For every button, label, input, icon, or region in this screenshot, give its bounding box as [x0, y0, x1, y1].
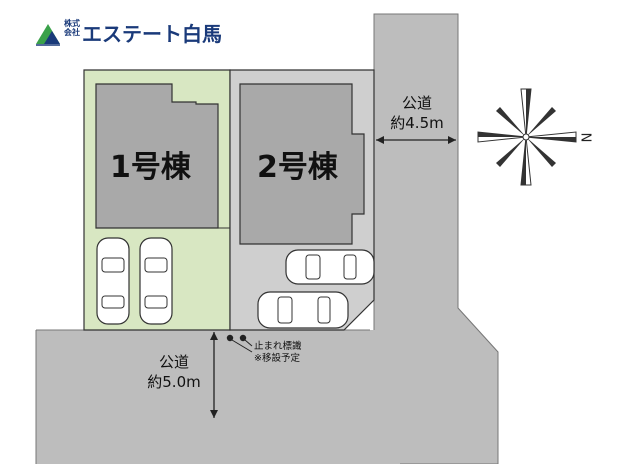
- stop-sign-note: 止まれ標識 ※移設予定: [254, 341, 302, 365]
- dimension-line-south: [210, 332, 218, 418]
- road-south: [36, 330, 376, 464]
- road-east: [373, 13, 499, 464]
- road-south-width: 約5.0m: [147, 373, 201, 391]
- building-2: [239, 83, 365, 245]
- logo-prefix-line2: 会社: [64, 28, 80, 37]
- compass-north-label: N: [577, 132, 593, 143]
- road-east-label: 公道 約4.5m: [382, 93, 452, 133]
- compass-rose-icon: [477, 88, 577, 186]
- building-1: [95, 83, 219, 229]
- logo-company-prefix: 株式 会社: [62, 19, 82, 37]
- logo-prefix-line1: 株式: [64, 19, 80, 28]
- car-icon: [96, 237, 130, 325]
- logo-mountain-icon: [36, 24, 60, 46]
- road-east-title: 公道: [401, 94, 432, 112]
- car-icon: [257, 291, 349, 329]
- lot-2-label: 2号棟: [257, 150, 338, 185]
- stop-sign-note-line1: 止まれ標識: [254, 341, 302, 352]
- dimension-line-east: [376, 136, 456, 144]
- road-south-label: 公道 約5.0m: [136, 352, 212, 392]
- car-icon: [285, 249, 375, 285]
- stop-sign-icon: [226, 334, 253, 353]
- stop-sign-note-line2: ※移設予定: [254, 353, 300, 364]
- logo-company-name: エステート白馬: [82, 22, 222, 46]
- road-east-width: 約4.5m: [390, 114, 444, 132]
- car-icon: [139, 237, 173, 325]
- road-south-title: 公道: [158, 353, 189, 371]
- lot-1-label: 1号棟: [110, 150, 191, 185]
